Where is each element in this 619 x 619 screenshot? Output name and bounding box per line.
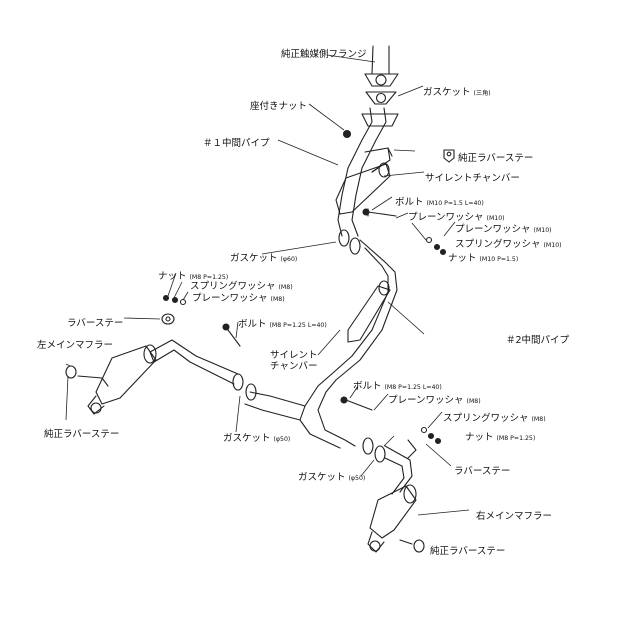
pipe1-label: ＃１中間パイプ <box>203 138 270 149</box>
washer-right-icon <box>420 426 442 445</box>
rubber-right-bottom-label: 純正ラバーステー <box>430 546 506 557</box>
flange-label: 純正触媒側フランジ <box>281 49 367 60</box>
rubber-stay-left-icon <box>161 313 175 325</box>
rubber-top-label: 純正ラバーステー <box>458 153 534 164</box>
bolt-right-icon <box>340 396 373 411</box>
left-muffler-label: 左メインマフラー <box>37 340 114 351</box>
pipe2-label: ＃2中間パイプ <box>506 335 570 346</box>
stock-flange-icon <box>364 45 399 87</box>
bolt-left-icon <box>222 323 241 347</box>
plain-washer-top-label: プレーンワッシャ(M10) <box>408 212 505 223</box>
washer-m10-icon <box>425 236 447 256</box>
leader-lines <box>65 54 470 516</box>
right-muffler-pipe-icon <box>384 439 417 495</box>
seat-nut-label: 座付きナット <box>250 101 308 112</box>
rubber-top-icon <box>443 149 455 163</box>
spring-washer-right-label: スプリングワッシャ(M8) <box>443 413 546 424</box>
left-muffler-icon <box>87 344 157 415</box>
nut-right-label: ナット(M8 P=1.25) <box>465 432 536 443</box>
bolt-m10-label: ボルト(M10 P=1.5 L=40) <box>395 197 484 208</box>
spring-washer-top-label: スプリングワッシャ(M10) <box>455 239 562 250</box>
rubber-stay-right-label: ラバーステー <box>454 466 511 477</box>
right-muffler-icon <box>367 484 417 553</box>
silent-chamber-top-label: サイレントチャンバー <box>425 173 520 184</box>
gasket50-right-icon <box>362 437 386 463</box>
gasket50-right-label: ガスケット(φ50) <box>298 472 366 483</box>
bolt-left-label: ボルト(M8 P=1.25 L=40) <box>238 319 327 330</box>
gasket60-icon <box>338 229 361 255</box>
silent-chamber-mid-icon <box>347 280 391 343</box>
plain-washer-left-label: プレーンワッシャ(M8) <box>192 293 285 304</box>
spring-washer-left-label: スプリングワッシャ(M8) <box>190 281 293 292</box>
stock-rubber-left-icon <box>65 365 109 387</box>
pipe1-icon <box>337 107 399 237</box>
stock-rubber-right-icon <box>399 539 425 553</box>
bolt-right-label: ボルト(M8 P=1.25 L=40) <box>353 381 442 392</box>
rubber-left-bottom-label: 純正ラバーステー <box>44 429 120 440</box>
bolt-m10-icon <box>362 208 397 217</box>
plain-washer-top2-label: プレーンワッシャ(M10) <box>455 224 552 235</box>
gasket60-label: ガスケット(φ60) <box>230 253 298 264</box>
right-muffler-label: 右メインマフラー <box>476 511 553 522</box>
nut-left-label: ナット(M8 P=1.25) <box>158 271 229 282</box>
gasket50-left-icon <box>232 373 257 401</box>
gasket50-left-label: ガスケット(φ50) <box>223 433 291 444</box>
silent-chamber-top-icon <box>335 162 391 215</box>
plain-washer-right-label: プレーンワッシャ(M8) <box>388 395 481 406</box>
pipe2-icon <box>244 239 398 449</box>
gasket-tri-label: ガスケット(三角) <box>423 87 491 98</box>
nut-top-label: ナット(M10 P=1.5) <box>448 253 519 264</box>
silent-chamber-mid-label: サイレント チャンバー <box>270 350 318 372</box>
triangle-gasket-icon <box>365 91 397 105</box>
rubber-stay-left-label: ラバーステー <box>67 318 124 329</box>
left-muffler-pipe-icon <box>149 339 239 385</box>
seat-nut-icon <box>342 129 352 139</box>
